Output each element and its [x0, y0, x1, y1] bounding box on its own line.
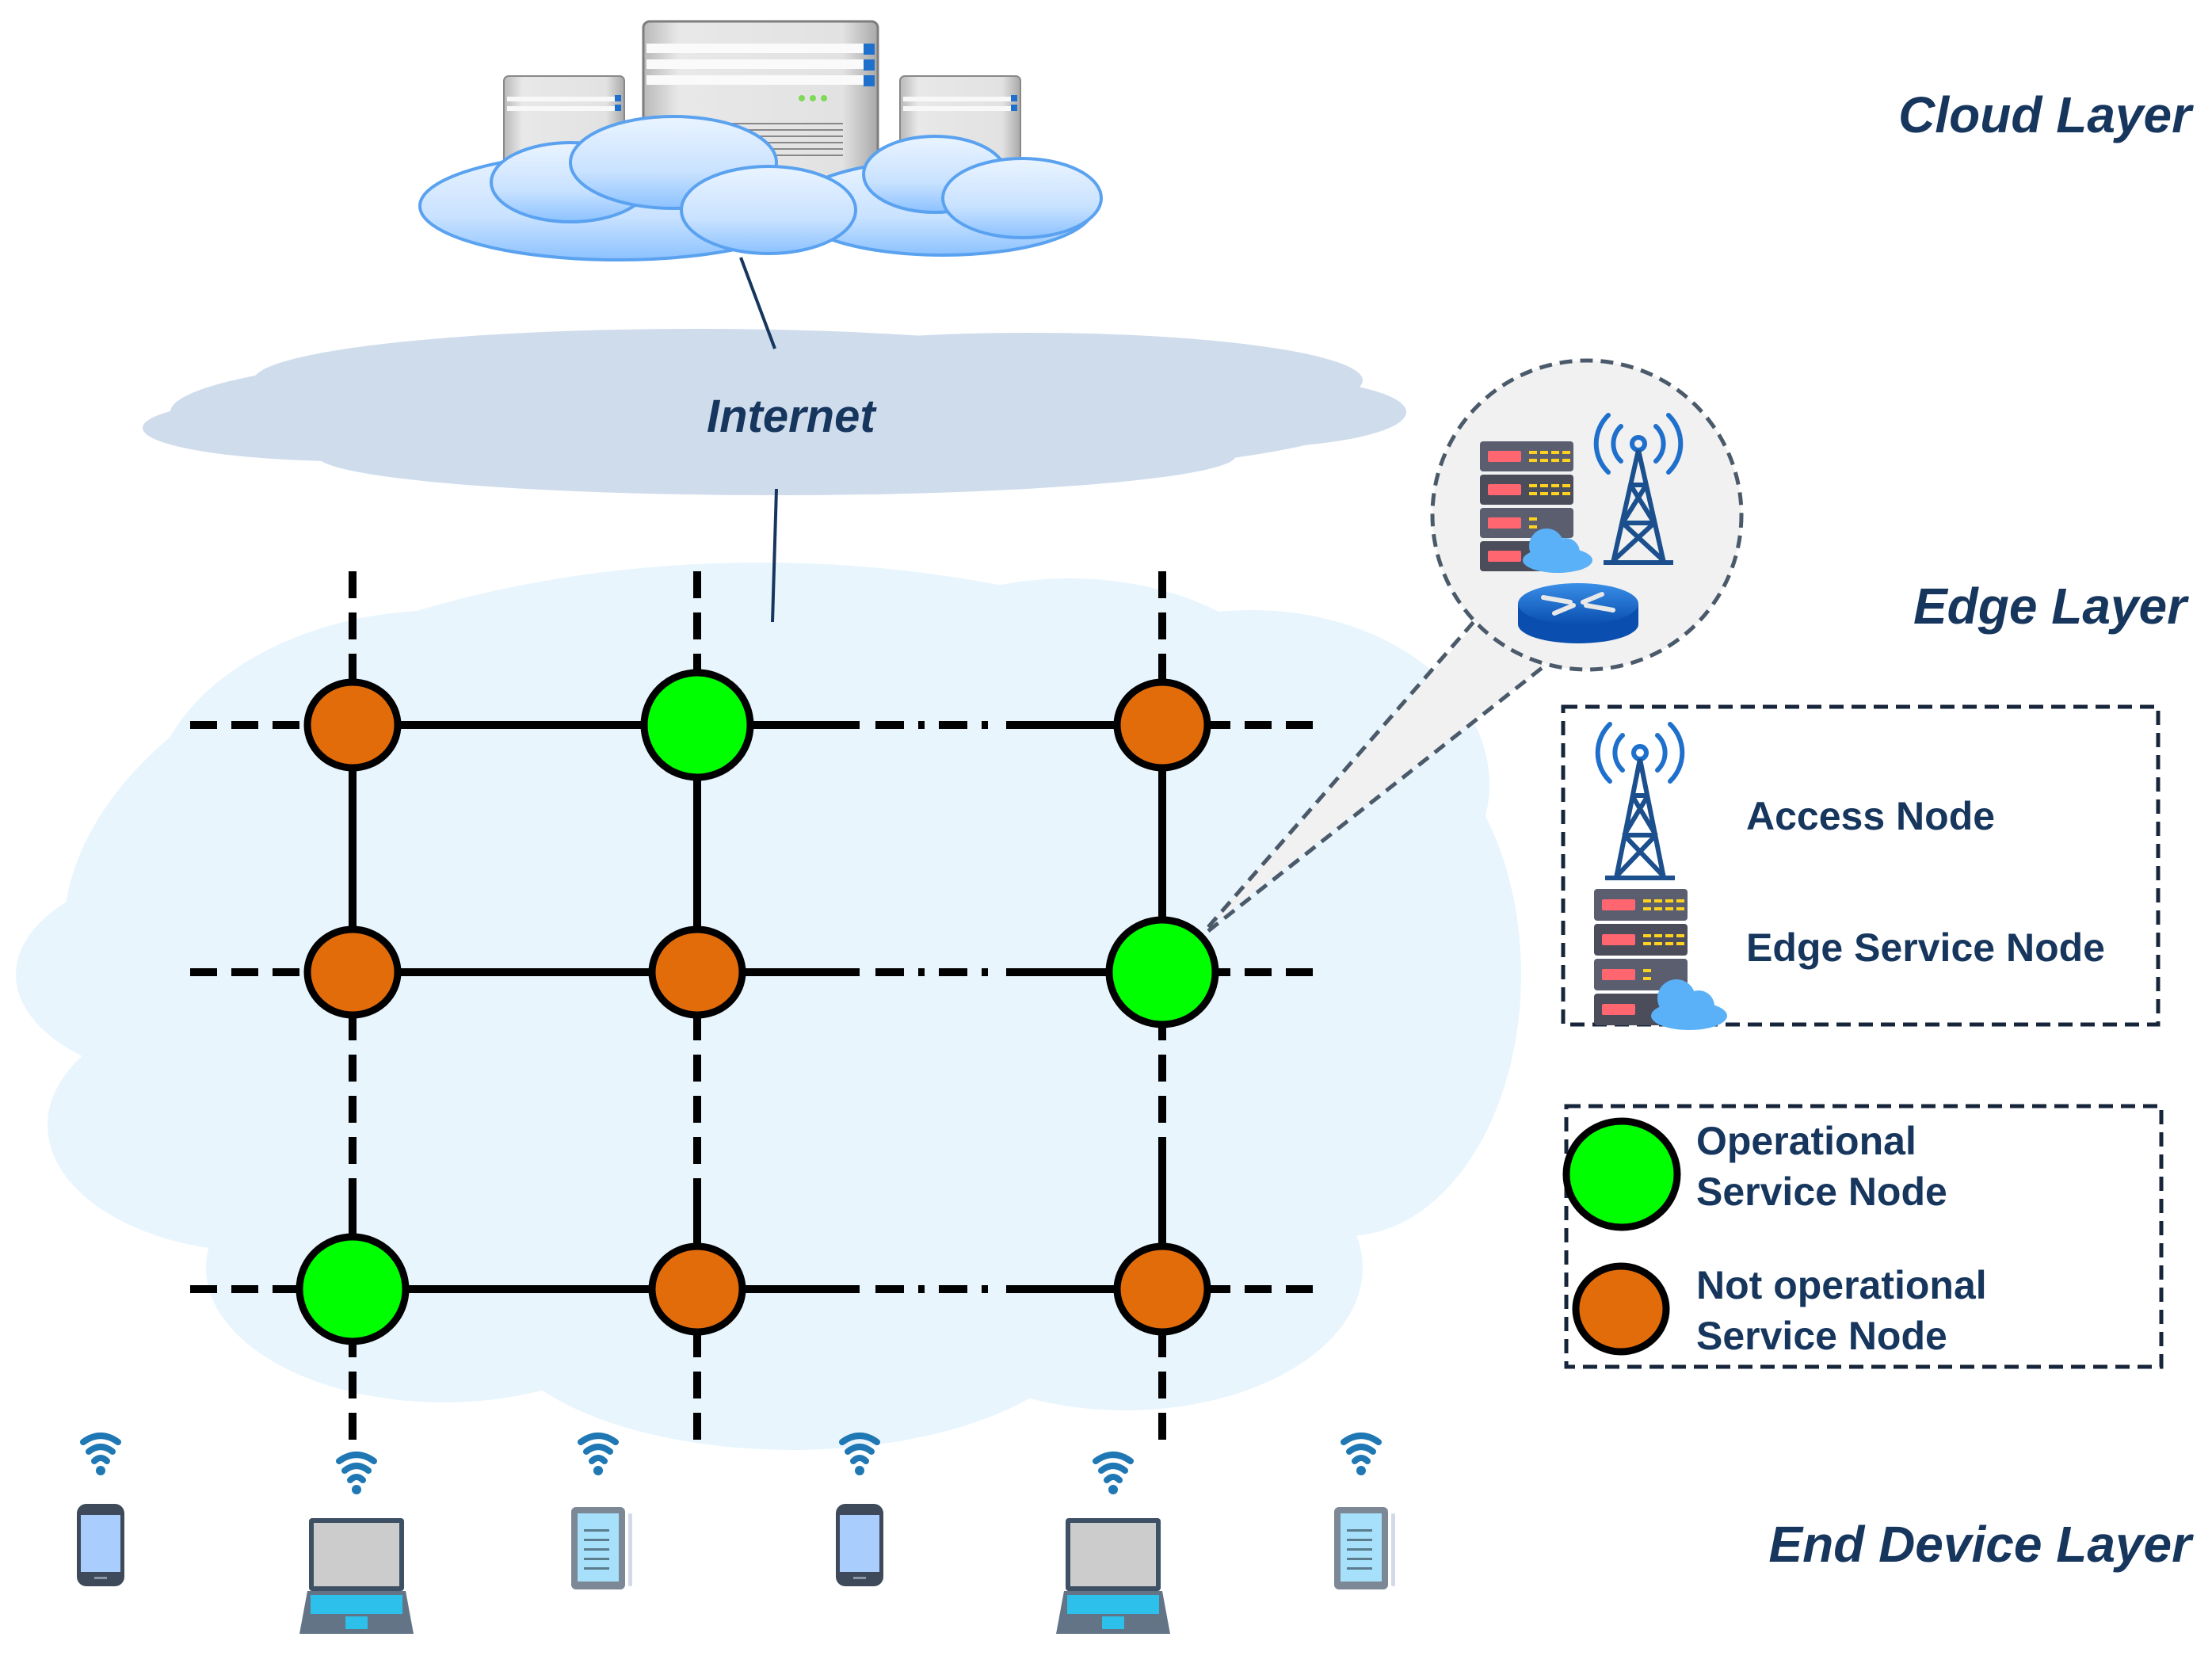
internet-label: Internet: [707, 391, 875, 442]
smartphone-device[interactable]: [836, 1433, 883, 1586]
not-operational-service-node[interactable]: [303, 925, 402, 1019]
operational-service-node[interactable]: [1105, 916, 1219, 1028]
tablet-device[interactable]: [1334, 1433, 1395, 1589]
legend-edge-service-node-label: Edge Service Node: [1746, 925, 2105, 970]
end-devices: [77, 1433, 1395, 1634]
legend-not-operational-line2: Service Node: [1696, 1314, 1947, 1358]
internet-to-edge-link: [771, 488, 778, 623]
operational-service-node[interactable]: [640, 669, 754, 781]
legend-access-node-label: Access Node: [1746, 794, 1996, 838]
tablet-device[interactable]: [571, 1433, 632, 1589]
legend-operational-label: Operational Service Node: [1696, 1116, 1947, 1217]
node-detail-callout: [1207, 358, 1744, 933]
legend-node-status: [1562, 1104, 2164, 1369]
cloud-icon: [418, 115, 1103, 261]
legend-operational-line2: Service Node: [1696, 1170, 1947, 1214]
service-nodes: [296, 669, 1219, 1345]
wifi-signal-icon: [578, 1433, 619, 1475]
not-operational-service-node[interactable]: [303, 678, 402, 772]
smartphone-device[interactable]: [77, 1433, 124, 1586]
not-operational-service-node[interactable]: [648, 1242, 746, 1336]
not-operational-service-node[interactable]: [1113, 678, 1211, 772]
internet-cloud: [143, 329, 1406, 495]
cell-tower-icon: [1593, 413, 1684, 565]
legend-not-operational-marker: [1572, 1262, 1670, 1356]
not-operational-service-node[interactable]: [648, 925, 746, 1019]
legend-operational-marker: [1562, 1117, 1681, 1231]
laptop-device[interactable]: [1056, 1452, 1170, 1634]
laptop-device[interactable]: [299, 1452, 414, 1634]
legend-operational-line1: Operational: [1696, 1119, 1916, 1163]
wifi-signal-icon: [336, 1452, 377, 1494]
wifi-signal-icon: [80, 1433, 121, 1475]
edge-layer-cloud: [16, 563, 1521, 1450]
legend-cell-tower-icon: [1595, 722, 1685, 880]
edge-layer-label: Edge Layer: [1913, 578, 2187, 635]
legend-edge-server-icon: [1594, 889, 1727, 1030]
cloud-to-internet-link: [739, 257, 776, 349]
not-operational-service-node[interactable]: [1113, 1242, 1211, 1336]
wifi-signal-icon: [1341, 1433, 1382, 1475]
legend-node-types: [1561, 704, 2161, 1030]
legend-not-operational-line1: Not operational: [1696, 1263, 1987, 1307]
end-device-layer-label: End Device Layer: [1768, 1516, 2191, 1573]
wifi-signal-icon: [839, 1433, 880, 1475]
wifi-signal-icon: [1093, 1452, 1134, 1494]
router-icon: [1518, 583, 1638, 643]
cloud-layer-label: Cloud Layer: [1898, 86, 2191, 143]
operational-service-node[interactable]: [296, 1233, 410, 1345]
legend-not-operational-label: Not operational Service Node: [1696, 1260, 1987, 1361]
cloud-data-center: [418, 20, 1103, 261]
edge-server-icon: [1480, 441, 1592, 573]
